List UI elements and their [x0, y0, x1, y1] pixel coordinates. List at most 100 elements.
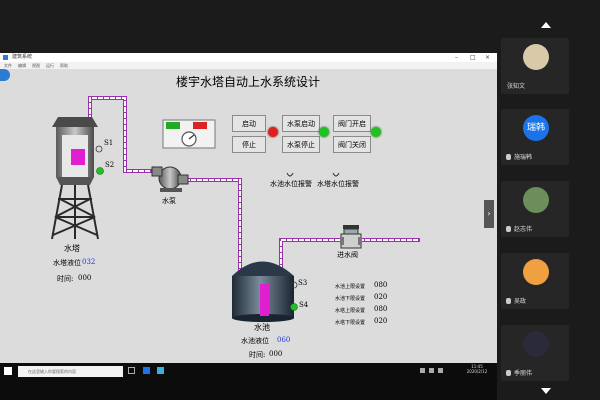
participant-tile[interactable]: 季丽伟: [501, 325, 569, 381]
pool-level-alarm-label: 水池水位报警: [270, 180, 312, 188]
valve-close-button[interactable]: 阀门关闭: [333, 136, 371, 153]
participant-panel: 张知文 瑞韩 施瑞韩 赵志伟 吴政 季丽伟: [497, 0, 600, 400]
volume-icon[interactable]: [429, 368, 434, 373]
valve-open-button[interactable]: 阀门开启: [333, 115, 371, 132]
menu-help[interactable]: 帮助: [60, 63, 68, 68]
participant-name: 吴政: [514, 298, 527, 305]
s2-label: S2: [105, 161, 115, 169]
participant-tile[interactable]: 赵志伟: [501, 181, 569, 237]
taskbar-app-icon-1[interactable]: [143, 367, 150, 374]
sensor-s2: [96, 167, 104, 175]
pump-stop-button[interactable]: 水泵停止: [282, 136, 320, 153]
tower-water-level: [71, 149, 85, 165]
taskbar: 在这里输入你要搜索的内容 11:45 2020/2/12: [0, 363, 497, 400]
participant-avatar: [523, 259, 549, 285]
water-pump: [151, 166, 189, 192]
close-icon[interactable]: ×: [485, 54, 491, 61]
mic-icon: [506, 370, 511, 376]
title-bar: 建筑系统 – □ ×: [0, 53, 497, 62]
process-diagram: [51, 96, 420, 322]
mic-icon: [506, 298, 511, 304]
s1-label: S1: [104, 139, 114, 147]
mic-icon: [506, 226, 511, 232]
menu-bar: 文件 编辑 视图 运行 帮助: [0, 62, 497, 69]
pool-tank: [232, 261, 294, 322]
scroll-up-icon[interactable]: [541, 22, 551, 28]
sensor-s4: [290, 303, 298, 311]
pool-water-level: [260, 284, 269, 316]
participant-avatar: [523, 44, 549, 70]
participant-tile[interactable]: 瑞韩 施瑞韩: [501, 109, 569, 165]
participant-name: 施瑞韩: [514, 154, 533, 161]
pool-level-value: 060: [277, 336, 291, 344]
pump-start-button[interactable]: 水泵启动: [282, 115, 320, 132]
pool-upper-limit-label: 水池上限设置: [335, 284, 366, 290]
pool-upper-limit-value[interactable]: 080: [374, 281, 388, 289]
sensor-s3: [290, 281, 298, 289]
mic-icon: [506, 154, 511, 160]
windows-start-icon[interactable]: [4, 367, 12, 375]
pool-time-label: 时间:: [249, 351, 266, 359]
scroll-down-icon[interactable]: [541, 388, 551, 394]
tower-upper-limit-value[interactable]: 080: [374, 305, 388, 313]
tower-time-value: 000: [78, 274, 92, 282]
pool-alarm-icon: [286, 172, 294, 177]
window-title: 建筑系统: [12, 54, 33, 60]
app-icon: [3, 55, 8, 60]
tower-lower-limit-value[interactable]: 020: [374, 317, 388, 325]
tower-upper-limit-label: 水塔上限设置: [335, 308, 366, 314]
water-tower: [51, 117, 99, 240]
participant-avatar: [523, 187, 549, 213]
participant-tile[interactable]: 吴政: [501, 253, 569, 309]
green-lamp-2: [371, 127, 381, 137]
sensor-s1: [95, 145, 103, 153]
app-window: 建筑系统 – □ × 文件 编辑 视图 运行 帮助: [0, 53, 497, 363]
pool-time-value: 000: [269, 350, 283, 358]
taskbar-clock[interactable]: 11:45 2020/2/12: [465, 364, 489, 374]
inlet-valve-graphic: [340, 225, 362, 249]
floating-app-icon[interactable]: [0, 69, 10, 81]
tower-time-label: 时间:: [57, 275, 74, 283]
task-view-icon[interactable]: [128, 367, 135, 374]
tower-level-alarm-label: 水塔水位报警: [317, 180, 359, 188]
scada-canvas: 楼宇水塔自动上水系统设计 启动 停止 水泵启动 水泵停止 阀门开启 阀门关闭 水…: [0, 69, 497, 363]
menu-file[interactable]: 文件: [4, 63, 12, 68]
participant-name: 季丽伟: [514, 370, 533, 377]
collapse-panel-button[interactable]: ›: [484, 200, 494, 228]
taskbar-search-input[interactable]: 在这里输入你要搜索的内容: [18, 366, 123, 377]
participant-tile[interactable]: 张知文: [501, 38, 569, 94]
participant-name: 赵志伟: [514, 226, 533, 233]
tower-lower-limit-label: 水塔下限设置: [335, 320, 366, 326]
pool-level-label: 水池液位: [241, 337, 269, 345]
pool-lower-limit-value[interactable]: 020: [374, 293, 388, 301]
s3-label: S3: [298, 279, 308, 287]
green-lamp-1: [319, 127, 329, 137]
minimize-icon[interactable]: –: [455, 54, 458, 61]
clock-time: 11:45: [471, 364, 483, 369]
clock-date: 2020/2/12: [466, 369, 488, 374]
participant-avatar: [523, 331, 549, 357]
tower-level-label: 水塔液位: [53, 259, 81, 267]
tower-alarm-icon: [332, 172, 340, 177]
pool-lower-limit-label: 水池下限设置: [335, 296, 366, 302]
tower-label: 水塔: [64, 244, 80, 253]
tower-level-value: 032: [82, 258, 96, 266]
control-panel: [162, 119, 216, 149]
pump-label: 水泵: [162, 197, 176, 205]
ime-icon[interactable]: [438, 368, 443, 373]
stop-button[interactable]: 停止: [232, 136, 266, 153]
maximize-icon[interactable]: □: [470, 54, 476, 61]
network-icon[interactable]: [420, 368, 425, 373]
inlet-valve-label: 进水阀: [337, 251, 358, 259]
menu-view[interactable]: 视图: [32, 63, 40, 68]
start-button[interactable]: 启动: [232, 115, 266, 132]
menu-run[interactable]: 运行: [46, 63, 54, 68]
red-lamp-1: [268, 127, 278, 137]
page-title: 楼宇水塔自动上水系统设计: [176, 75, 321, 89]
s4-label: S4: [299, 301, 309, 309]
participant-avatar: 瑞韩: [523, 115, 549, 141]
taskbar-app-icon-2[interactable]: [157, 367, 164, 374]
menu-edit[interactable]: 编辑: [18, 63, 26, 68]
participant-name: 张知文: [507, 83, 526, 90]
tray-icons[interactable]: [420, 365, 460, 377]
